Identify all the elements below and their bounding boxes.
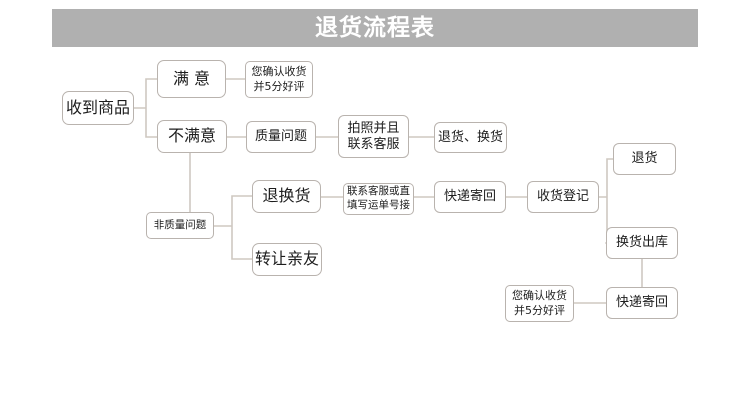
flow-node-contact-service: 联系客服或直 填写运单号接 [343, 183, 414, 215]
flow-node-quality-issue: 质量问题 [246, 121, 316, 153]
flow-node-confirm-bottom: 您确认收货 并5分好评 [505, 285, 574, 322]
flow-node-receipt-reg: 收货登记 [527, 181, 599, 213]
flow-node-non-quality: 非质量问题 [146, 212, 214, 239]
flow-node-unsatisfied: 不满意 [157, 120, 227, 153]
flow-node-express-back-1: 快递寄回 [434, 181, 506, 213]
flow-node-satisfied: 满 意 [157, 60, 226, 98]
page-title: 退货流程表 [315, 14, 435, 41]
flow-node-photo-contact: 拍照并且 联系客服 [338, 115, 409, 158]
flow-node-confirm-top: 您确认收货 并5分好评 [245, 61, 313, 98]
flow-node-received: 收到商品 [62, 91, 134, 125]
flow-node-refund: 退货 [613, 143, 676, 175]
flow-node-transfer: 转让亲友 [252, 243, 322, 276]
flow-node-express-back-2: 快递寄回 [606, 287, 678, 319]
flow-node-exchange-out: 换货出库 [606, 227, 678, 259]
flow-node-return-goods: 退换货 [252, 180, 321, 213]
flow-node-return-exchange: 退货、换货 [434, 122, 507, 153]
connector-received-branch [133, 78, 158, 138]
page-header-bar: 退货流程表 [52, 9, 698, 47]
connector-nonquality-branch [213, 195, 253, 260]
